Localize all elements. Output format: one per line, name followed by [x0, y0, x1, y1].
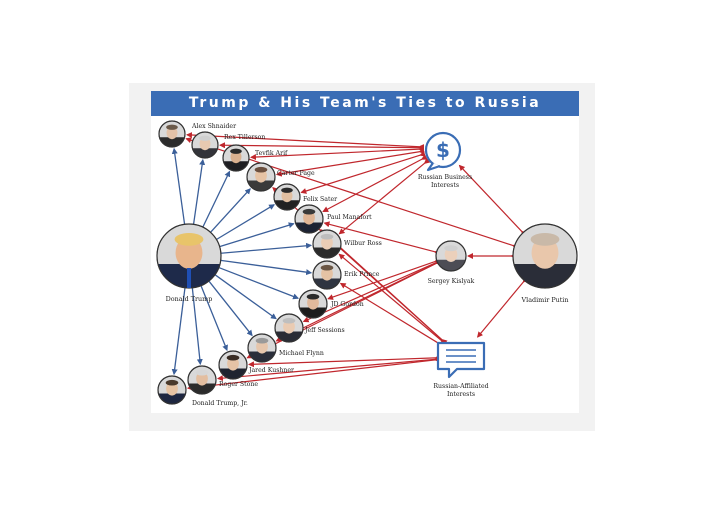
- ross-avatar: [312, 229, 342, 259]
- arrow-trump-to-flynn: [208, 280, 253, 337]
- svg-text:$: $: [436, 138, 450, 162]
- arif-avatar: [222, 144, 250, 172]
- arrow-trump-to-arif: [202, 170, 231, 228]
- label-shnaider: Alex Shnaider: [191, 123, 236, 130]
- document-speech-bubble-icon: [436, 341, 486, 379]
- arrow-trump-to-page: [210, 188, 251, 233]
- label-sater: Felix Sater: [303, 196, 337, 203]
- label-sessions: Jeff Sessions: [304, 327, 345, 334]
- arrow-trump-to-sater: [216, 204, 276, 241]
- putin-avatar: [512, 223, 578, 289]
- flynn-avatar: [247, 333, 277, 363]
- arrow-trump-to-shnaider: [171, 147, 186, 225]
- trump-avatar: [156, 223, 222, 289]
- arrow-kislyak-gordon: [327, 257, 441, 300]
- label-trumpjr: Donald Trump, Jr.: [192, 400, 248, 407]
- arrow-trump-to-prince: [220, 259, 313, 276]
- kislyak-avatar: [435, 240, 467, 272]
- russia-connection-arrows: [185, 132, 529, 391]
- manafort-avatar: [294, 204, 324, 234]
- arrow-business-manafort: [322, 154, 428, 213]
- label-arif: Tevfik Arif: [255, 150, 288, 157]
- arrow-business-ross: [338, 157, 431, 235]
- arrow-trump-to-stone: [191, 287, 203, 366]
- kushner-avatar: [218, 350, 248, 380]
- label-flynn: Michael Flynn: [279, 350, 324, 357]
- tillerson-avatar: [191, 131, 219, 159]
- dollar-speech-bubble-icon: $: [424, 131, 462, 172]
- label-stone: Roger Stone: [219, 381, 258, 388]
- stone-avatar: [187, 365, 217, 395]
- trump-tie: [187, 268, 191, 288]
- sater-avatar: [273, 183, 301, 211]
- gordon-avatar: [298, 289, 328, 319]
- label-ross: Wilbur Ross: [344, 240, 382, 247]
- arrow-trump-to-tillerson: [192, 158, 206, 225]
- arrow-trump-to-ross: [220, 242, 313, 254]
- arrow-putin-affiliated: [476, 276, 529, 338]
- arrow-trump-to-sessions: [214, 274, 277, 320]
- label-kushner: Jared Kushner: [248, 367, 294, 374]
- label-kislyak: Sergey Kislyak: [428, 278, 475, 285]
- diagram-title: Trump & His Team's Ties to Russia: [151, 91, 579, 116]
- label-putin: Vladimir Putin: [521, 296, 569, 304]
- label-gordon: JD Gordon: [330, 301, 364, 308]
- label-page: Carter Page: [277, 170, 315, 177]
- page-avatar: [246, 162, 276, 192]
- arrow-trump-to-gordon: [218, 266, 300, 300]
- label-manafort: Paul Manafort: [327, 214, 372, 221]
- arrow-trump-to-kushner: [200, 285, 228, 352]
- arrow-trump-to-trumpjr: [171, 287, 186, 376]
- label-prince: Erik Prince: [344, 271, 380, 278]
- label-tillerson: Rex Tillerson: [224, 134, 265, 141]
- sessions-avatar: [274, 313, 304, 343]
- arrow-affiliated-kushner: [247, 354, 441, 368]
- label-trump: Donald Trump: [166, 295, 213, 303]
- arrow-trump-to-manafort: [219, 222, 295, 248]
- shnaider-avatar: [158, 120, 186, 148]
- prince-avatar: [312, 260, 342, 290]
- trumpjr-avatar: [157, 375, 187, 405]
